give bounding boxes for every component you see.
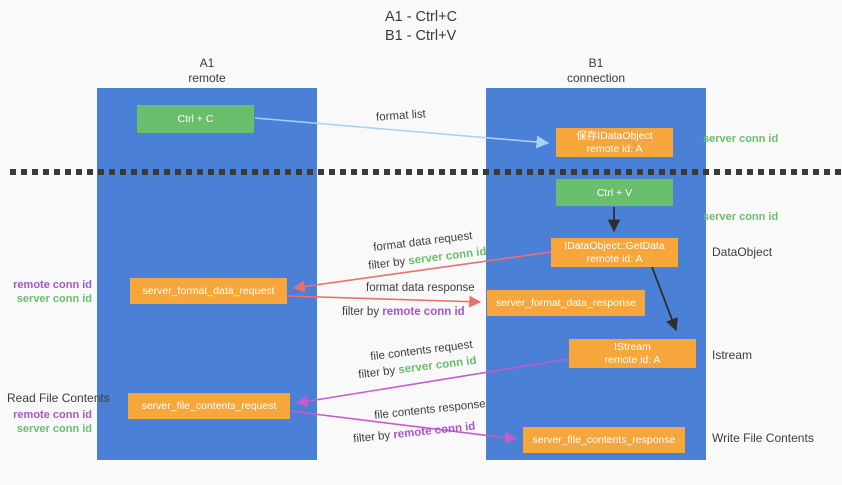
left-server-conn-id-format: server conn id (16, 293, 92, 305)
dotted-separator-line (10, 169, 842, 175)
node-idataobject-getdata-line2: remote id: A (586, 252, 643, 265)
file-contents-response-arrow (289, 410, 518, 444)
node-save-idataobject: 保存IDataObject remote id: A (556, 128, 673, 157)
side-istream-label: Istream (712, 348, 753, 362)
file-contents-request-arrow (295, 358, 570, 408)
lane-a1-header: A1 remote (97, 56, 317, 86)
left-remote-conn-id-format: remote conn id (13, 279, 92, 291)
left-conn-id-pair-file: remote conn id server conn id (0, 408, 92, 436)
node-idataobject-getdata-line1: IDataObject::GetData (564, 239, 665, 252)
title-line-2: B1 - Ctrl+V (384, 28, 457, 44)
node-server-file-contents-response-label: server_file_contents_response (532, 434, 676, 446)
node-server-file-contents-request: server_file_contents_request (128, 393, 290, 419)
edge-label-filter-remote-1: filter by remote conn id (342, 306, 465, 318)
node-server-file-contents-response: server_file_contents_response (523, 427, 685, 453)
left-conn-id-pair-format: remote conn id server conn id (0, 278, 92, 306)
lane-b1-header: B1 connection (486, 56, 706, 86)
side-write-file-contents-label: Write File Contents (712, 431, 814, 445)
side-read-file-contents-label: Read File Contents (7, 391, 110, 405)
node-server-format-data-request-label: server_format_data_request (142, 285, 275, 297)
left-server-conn-id-file: server conn id (16, 423, 92, 435)
node-idataobject-getdata: IDataObject::GetData remote id: A (551, 238, 678, 267)
format-data-request-arrow (292, 251, 552, 293)
node-server-file-contents-request-label: server_file_contents_request (141, 400, 277, 412)
side-dataobject-label: DataObject (712, 245, 773, 259)
title-line-1: A1 - Ctrl+C (384, 9, 458, 25)
remote-conn-id-text-1: remote conn id (382, 306, 465, 318)
lane-a1-role: remote (188, 71, 226, 85)
node-save-idataobject-line2: remote id: A (586, 142, 643, 155)
node-server-format-data-request: server_format_data_request (130, 278, 287, 304)
diagram-title: A1 - Ctrl+C B1 - Ctrl+V (0, 8, 842, 46)
lane-b1-role: connection (566, 71, 626, 85)
node-server-format-data-response-label: server_format_data_response (495, 297, 637, 309)
side-server-conn-id-top: server conn id (703, 133, 779, 145)
lane-a1-name: A1 (199, 56, 215, 70)
filter-by-text-2: filter by (342, 306, 383, 318)
node-ctrl-v: Ctrl + V (556, 179, 673, 206)
node-ctrl-c: Ctrl + C (137, 105, 254, 133)
side-server-conn-id-mid: server conn id (703, 211, 779, 223)
node-istream-line1: IStream (614, 340, 651, 353)
format-data-response-arrow (286, 295, 482, 308)
node-istream: IStream remote id: A (569, 339, 696, 368)
node-ctrl-v-label: Ctrl + V (596, 186, 633, 199)
left-remote-conn-id-file: remote conn id (13, 409, 92, 421)
lane-b1-name: B1 (588, 56, 604, 70)
node-server-format-data-response: server_format_data_response (487, 290, 645, 316)
node-ctrl-c-label: Ctrl + C (177, 113, 214, 125)
node-istream-line2: remote id: A (604, 353, 661, 366)
format-list-arrow (254, 117, 550, 149)
getdata-to-istream-arrow (651, 266, 678, 332)
edge-label-format-data-response: format data response (366, 282, 475, 294)
node-save-idataobject-line1: 保存IDataObject (576, 129, 653, 142)
